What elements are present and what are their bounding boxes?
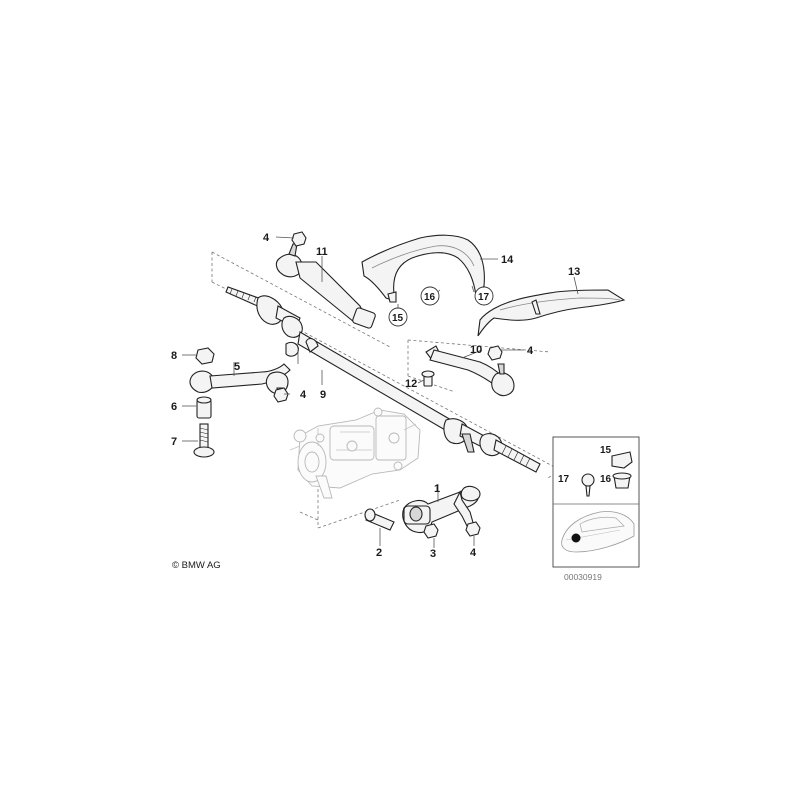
leader-lines [182, 236, 579, 548]
tie-rod-end-10 [425, 345, 515, 397]
steering-arm-1 [402, 485, 481, 534]
sleeve-6 [196, 396, 212, 419]
inset-panel: 15 17 16 [552, 436, 640, 568]
nut-4-right [487, 345, 503, 361]
callout-17: 17 [478, 292, 490, 303]
callout-9: 9 [320, 389, 326, 401]
steering-gear-ghost [289, 407, 421, 499]
callout-16: 16 [424, 292, 436, 303]
inset-callout-17: 17 [558, 474, 570, 485]
callout-5: 5 [234, 361, 240, 373]
document-number: 00030919 [564, 572, 602, 582]
car-silhouette-icon [561, 511, 635, 553]
inset-callout-16: 16 [600, 474, 612, 485]
bolt-2 [364, 508, 395, 531]
callout-2: 2 [376, 547, 382, 559]
heat-shield-14 [361, 234, 485, 303]
inset-callout-15: 15 [600, 445, 612, 456]
tie-rod-end-11 [275, 243, 376, 329]
callout-11: 11 [316, 246, 328, 258]
nut-3 [423, 523, 439, 539]
callout-8: 8 [171, 350, 177, 362]
nut-4-bottom [465, 521, 481, 537]
callout-7: 7 [171, 436, 177, 448]
callouts: 4 11 14 13 10 4 8 5 4 9 12 6 7 1 2 3 4 1… [171, 232, 580, 560]
bolt-12 [421, 370, 435, 387]
callout-4-left: 4 [300, 389, 307, 401]
callout-10: 10 [470, 344, 482, 356]
callout-4-bottom: 4 [470, 547, 477, 559]
center-tie-rod [225, 286, 541, 473]
nut-4-top [291, 231, 307, 247]
callout-12: 12 [405, 378, 417, 390]
callout-1: 1 [434, 483, 440, 495]
nut-4-left [273, 387, 289, 403]
callout-14: 14 [501, 254, 514, 266]
callout-6: 6 [171, 401, 177, 413]
clip-15-icon [611, 451, 633, 469]
bolt-7 [193, 423, 215, 458]
callout-15: 15 [392, 313, 404, 324]
heat-shield-13 [477, 289, 626, 337]
nut-8 [195, 347, 215, 365]
callout-3: 3 [430, 548, 436, 560]
callout-4-top: 4 [263, 232, 270, 244]
screw-17-icon [581, 473, 595, 487]
callout-4-right: 4 [527, 345, 534, 357]
copyright-text: © BMW AG [172, 560, 221, 571]
callout-13: 13 [568, 266, 580, 278]
